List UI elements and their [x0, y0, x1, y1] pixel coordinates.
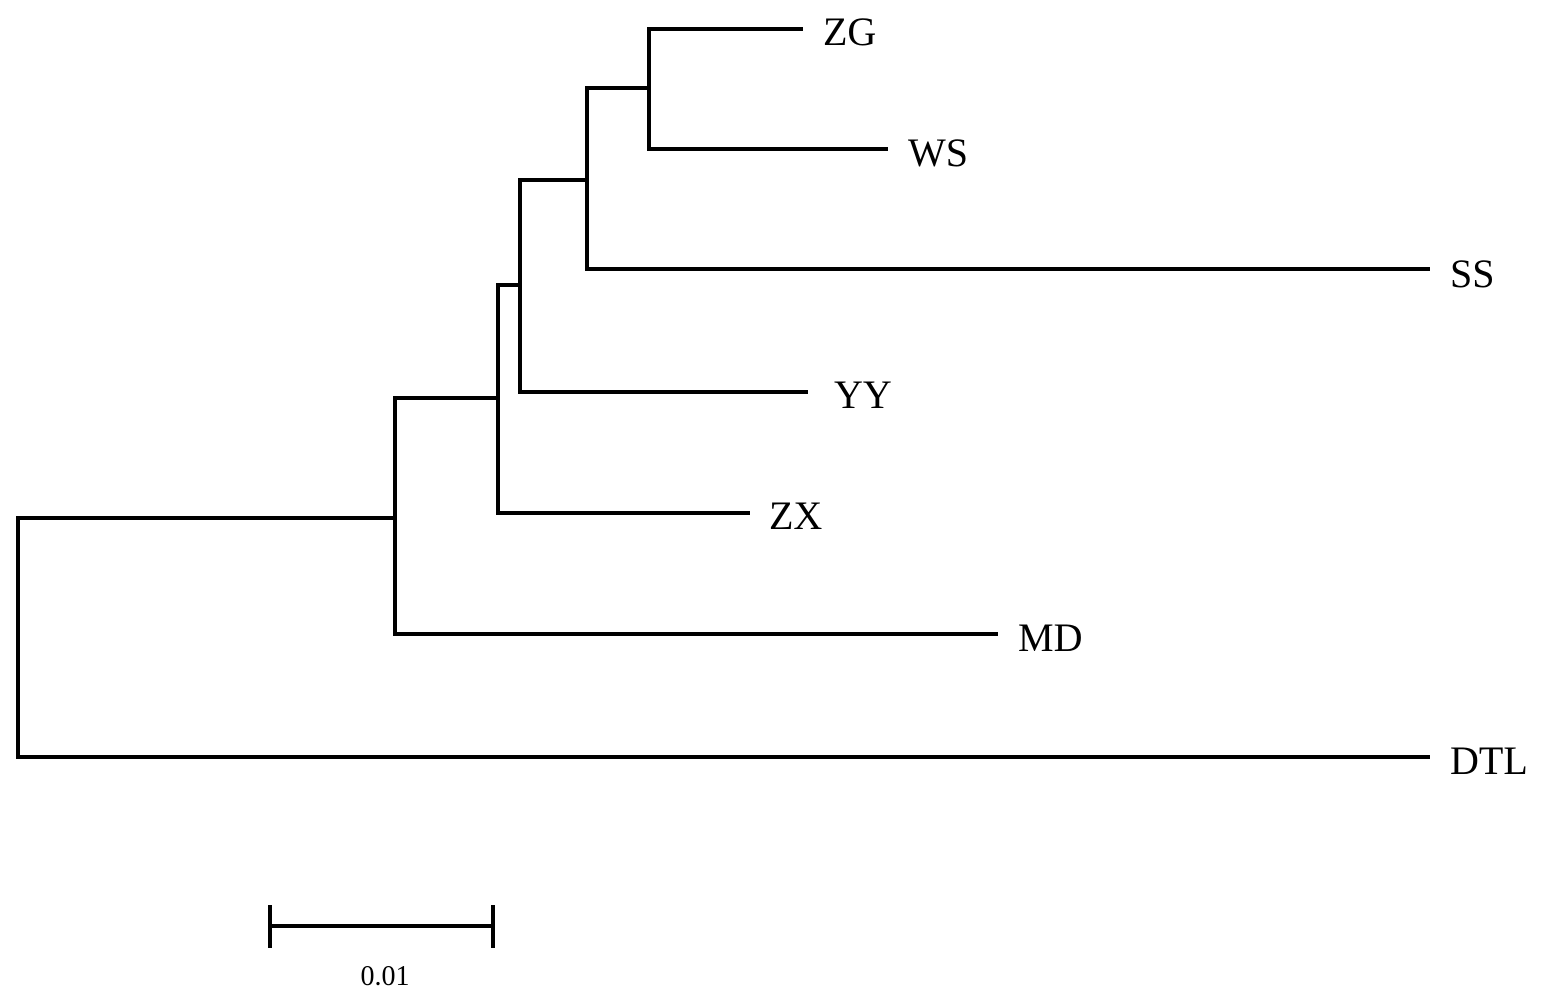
leaf-label-dtl: DTL [1450, 738, 1528, 783]
leaf-label-yy: YY [834, 372, 892, 417]
leaf-label-ss: SS [1450, 251, 1495, 296]
scale-bar-label: 0.01 [361, 961, 410, 992]
leaf-label-zx: ZX [769, 493, 822, 538]
leaf-label-ws: WS [908, 130, 968, 175]
scale-bar: 0.01 [268, 905, 495, 992]
leaf-label-zg: ZG [823, 9, 876, 54]
leaf-label-md: MD [1018, 615, 1082, 660]
